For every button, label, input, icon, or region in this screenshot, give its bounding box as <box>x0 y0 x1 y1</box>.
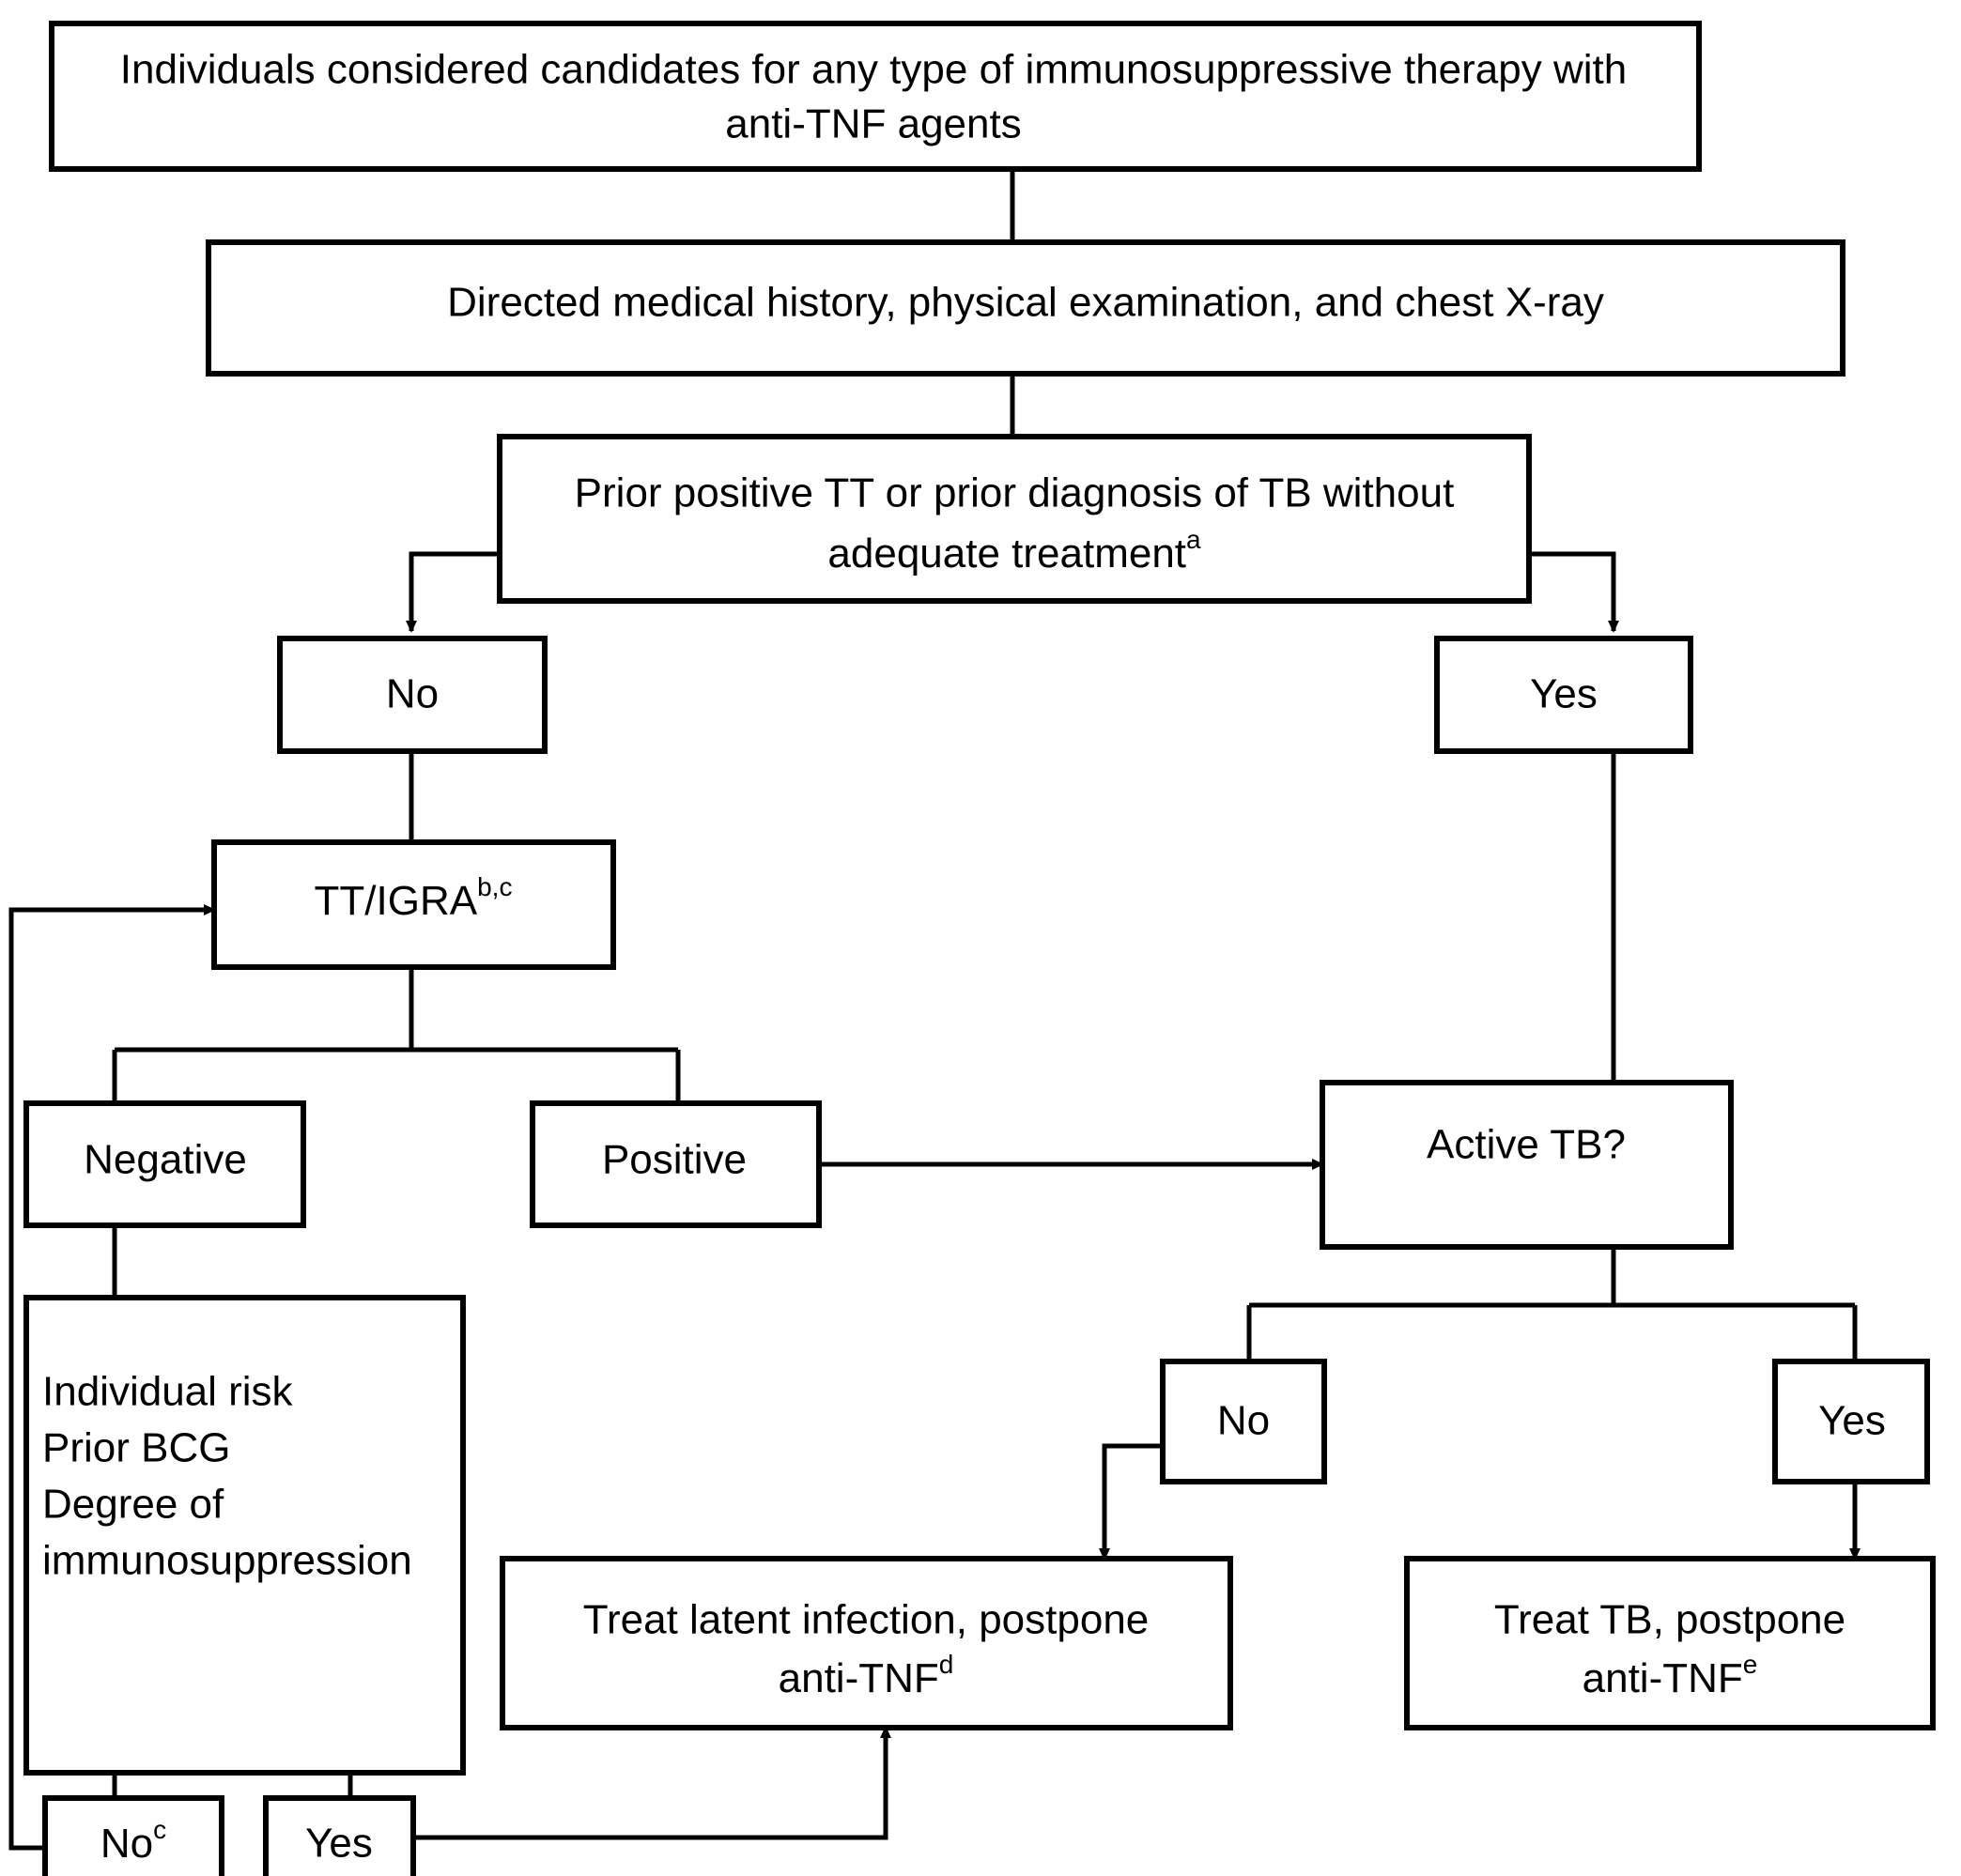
risk-no-label-group: Noc <box>100 1815 166 1867</box>
edge-prior-tt-to-yes <box>1529 551 1619 633</box>
treat-tb-line2: anti-TNF <box>1583 1655 1743 1701</box>
node-active-tb-yes: Yes <box>1772 1359 1930 1484</box>
active-tb-no-label: No <box>1217 1398 1270 1444</box>
treat-tb-superscript: e <box>1743 1650 1758 1679</box>
tt-igra-label-group: TT/IGRAb,c <box>315 872 513 924</box>
prior-tt-line1: Prior positive TT or prior diagnosis of … <box>575 470 1455 516</box>
risk-factors-line4: immunosuppression <box>42 1538 412 1584</box>
active-tb-no-box <box>1160 1359 1327 1484</box>
node-risk-no: Noc <box>42 1795 224 1876</box>
node-active-tb-no: No <box>1160 1359 1327 1484</box>
treat-tb-box <box>1404 1556 1936 1730</box>
node-prior-tt-no: No <box>277 636 548 754</box>
edge-active-tb-split <box>1246 1247 1858 1361</box>
risk-factors-box <box>23 1295 466 1776</box>
start-line2: anti-TNF agents <box>725 101 1021 147</box>
risk-factors-line2: Prior BCG <box>42 1425 230 1471</box>
prior-tt-line2-superscript: a <box>1186 525 1201 554</box>
connector-layer <box>8 169 1861 1851</box>
node-treat-latent: Treat latent infection, postpone anti-TN… <box>500 1556 1233 1730</box>
node-tt-igra: TT/IGRAb,c <box>211 839 616 970</box>
edge-risk-no-loop-to-tt-igra <box>8 904 216 1851</box>
start-line1: Individuals considered candidates for an… <box>120 47 1627 93</box>
active-tb-yes-box <box>1772 1359 1930 1484</box>
treat-tb-line2-group: anti-TNFe <box>1583 1650 1758 1701</box>
prior-tt-line2: adequate treatment <box>827 531 1186 577</box>
prior-tt-box <box>497 434 1532 604</box>
treat-latent-line2: anti-TNF <box>779 1655 939 1701</box>
node-positive: Positive <box>530 1100 822 1228</box>
node-negative: Negative <box>23 1100 306 1228</box>
risk-no-superscript: c <box>153 1815 166 1844</box>
prior-tt-yes-label: Yes <box>1530 671 1598 717</box>
risk-yes-box <box>263 1795 416 1876</box>
node-risk-factors: Individual risk Prior BCG Degree of immu… <box>23 1295 466 1776</box>
node-start: Individuals considered candidates for an… <box>49 21 1702 172</box>
node-risk-yes: Yes <box>263 1795 416 1876</box>
workup-line1: Directed medical history, physical exami… <box>447 280 1604 326</box>
prior-tt-yes-box <box>1434 636 1693 754</box>
node-prior-tt-yes: Yes <box>1434 636 1693 754</box>
active-tb-yes-label: Yes <box>1818 1398 1886 1444</box>
node-active-tb: Active TB? <box>1320 1080 1734 1250</box>
risk-factors-line1: Individual risk <box>42 1369 294 1415</box>
edge-active-tb-no-to-treat-latent <box>1099 1443 1163 1561</box>
node-prior-tt: Prior positive TT or prior diagnosis of … <box>497 434 1532 604</box>
edge-tt-igra-split <box>112 967 681 1103</box>
positive-box <box>530 1100 822 1228</box>
start-box <box>49 21 1702 172</box>
active-tb-box <box>1320 1080 1734 1250</box>
prior-tt-no-label: No <box>386 671 439 717</box>
risk-yes-label: Yes <box>305 1821 373 1867</box>
positive-label: Positive <box>602 1137 747 1183</box>
edge-risk-factors-split <box>112 1773 353 1798</box>
active-tb-label: Active TB? <box>1427 1122 1626 1168</box>
treat-latent-superscript: d <box>939 1650 954 1679</box>
negative-label: Negative <box>84 1137 247 1183</box>
node-treat-tb: Treat TB, postpone anti-TNFe <box>1404 1556 1936 1730</box>
workup-box <box>206 239 1845 377</box>
treat-latent-line2-group: anti-TNFd <box>779 1650 954 1701</box>
node-workup: Directed medical history, physical exami… <box>206 239 1845 377</box>
risk-no-label: No <box>100 1821 153 1867</box>
prior-tt-no-box <box>277 636 548 754</box>
edge-prior-tt-to-no <box>406 551 500 633</box>
treat-latent-box <box>500 1556 1233 1730</box>
tt-igra-superscript: b,c <box>477 872 512 901</box>
risk-factors-line3: Degree of <box>42 1482 224 1528</box>
treat-latent-line1: Treat latent infection, postpone <box>583 1597 1150 1643</box>
tt-igra-box <box>211 839 616 970</box>
prior-tt-line2-group: adequate treatmenta <box>827 525 1201 577</box>
negative-box <box>23 1100 306 1228</box>
risk-no-box <box>42 1795 224 1876</box>
edge-risk-yes-to-treat-latent <box>413 1726 891 1840</box>
tt-igra-label: TT/IGRA <box>315 878 478 924</box>
treat-tb-line1: Treat TB, postpone <box>1494 1597 1845 1643</box>
